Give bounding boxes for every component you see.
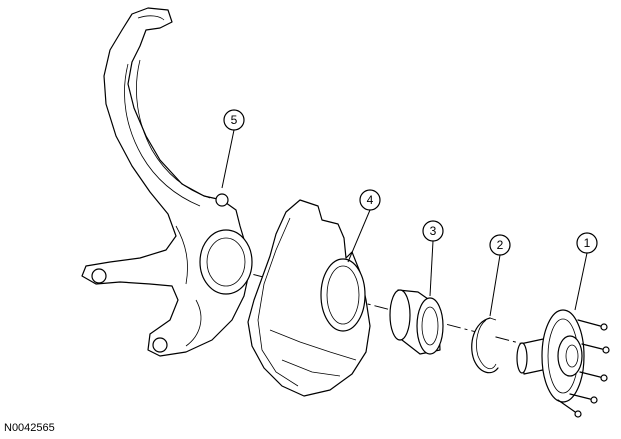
callout-2: 2 (489, 234, 511, 317)
callout-4-label: 4 (367, 193, 374, 207)
wheel-hub (516, 309, 610, 418)
steering-knuckle (81, 7, 253, 357)
callout-5: 5 (221, 109, 245, 189)
callout-3: 3 (422, 220, 444, 297)
wheel-bearing (389, 289, 444, 355)
shield-flange (320, 258, 366, 332)
callout-3-label: 3 (430, 224, 437, 238)
splash-shield (247, 199, 371, 397)
callout-4: 4 (347, 189, 381, 263)
figure-id: N0042565 (4, 422, 55, 434)
callout-2-label: 2 (497, 238, 504, 252)
callout-5-label: 5 (231, 113, 238, 127)
knuckle-bore (199, 229, 253, 295)
callout-1: 1 (574, 232, 598, 311)
snap-ring (471, 317, 499, 374)
wheel-studs (557, 319, 610, 418)
callout-1-label: 1 (584, 236, 591, 250)
